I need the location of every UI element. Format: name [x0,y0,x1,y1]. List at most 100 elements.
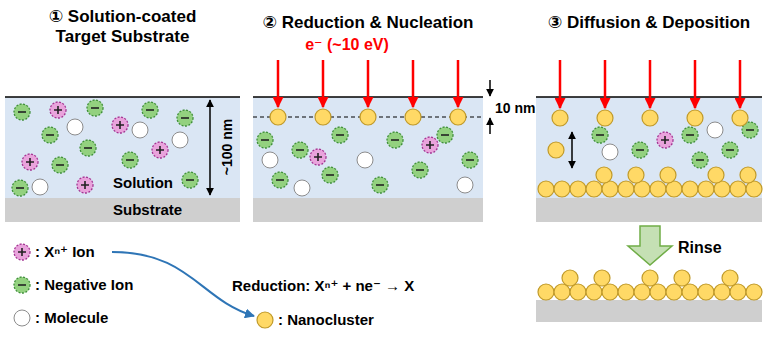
nanocluster [618,181,634,197]
legend-entry [14,244,30,260]
negative-ion [177,110,193,126]
nanocluster [570,284,586,300]
negative-ion [87,100,103,116]
molecule [707,122,723,138]
dimension-arrow [489,118,491,134]
nanocluster [586,284,602,300]
dimension-label: ~100 nm [219,119,235,175]
nanocluster [552,110,568,126]
substrate-fill [5,198,240,222]
metal-ion [77,177,93,193]
nanocluster [450,109,466,125]
molecule [172,132,188,148]
legend-text: : Nanocluster [278,311,374,328]
solution-layer: Solution [5,97,240,198]
nanocluster [687,110,703,126]
negative-ion [592,127,608,143]
negative-ion [722,142,738,158]
particles [12,100,762,300]
step-label: Rinse [678,239,722,257]
substrate-fill [536,300,762,322]
nanocluster [730,284,746,300]
nanocluster [405,109,421,125]
nanocluster [746,284,762,300]
nanocluster [360,109,376,125]
panel: ③ Diffusion & Deposition [536,5,762,222]
metal-ion [657,132,673,148]
legend-symbol [14,277,30,293]
legend-symbol [14,310,30,326]
negative-ion [52,157,68,173]
metal-ion [152,142,168,158]
nanocluster [548,142,564,158]
nanocluster [740,167,756,183]
solution-fill [536,97,762,198]
negative-ion [292,142,308,158]
dimension-arrow [489,80,491,96]
rinse-arrow [628,226,672,265]
panel-heading: ③ Diffusion & Deposition [548,13,750,33]
molecule [602,144,618,160]
panel: ① Solution-coated Target SubstrateSoluti… [5,5,240,222]
metal-ion [112,117,128,133]
nanocluster [682,284,698,300]
nanocluster [554,181,570,197]
negative-ion [372,177,388,193]
nanocluster [270,109,286,125]
negative-ion [332,127,348,143]
nanocluster [596,167,612,183]
legend-text: : Xⁿ⁺ Ion [35,243,95,260]
nanocluster [698,284,714,300]
solution-fill [5,97,240,198]
legend-text: : Negative Ion [35,276,133,293]
substrate-fill [253,198,483,222]
metal-ion [422,137,438,153]
nanocluster [634,284,650,300]
electron-arrow [739,60,742,108]
metal-ion [22,154,38,170]
nanocluster [562,270,578,286]
substrate-layer: Substrate [5,198,240,222]
molecule [262,152,278,168]
electron-arrow [412,60,415,107]
nanocluster [666,284,682,300]
legend-symbol [14,244,30,260]
nanocluster [597,110,613,126]
electron-arrow [322,60,325,107]
negative-ion [14,104,30,120]
legend-symbol [257,312,273,328]
legend-entry [257,312,273,328]
nanocluster [538,181,554,197]
electron-arrow [604,60,607,108]
nanocluster [650,181,666,197]
nanocluster [618,284,634,300]
electron-arrow [457,60,460,107]
nanocluster [698,181,714,197]
nanocluster [708,167,724,183]
panel-heading: ② Reduction & Nucleation [263,13,474,33]
electron-arrow [277,60,280,107]
nanocluster [714,284,730,300]
negative-ion [80,140,96,156]
molecule [457,177,473,193]
negative-ion [322,167,338,183]
legend-entry [14,310,30,326]
negative-ion [387,132,403,148]
negative-ion [692,152,708,168]
solution-fill [253,97,483,198]
nanocluster [594,270,610,286]
molecule [32,179,48,195]
diffusion-arrow [571,132,573,168]
negative-ion [462,152,478,168]
nanocluster [722,270,738,286]
nanocluster [650,284,666,300]
negative-ion [272,172,288,188]
solution-surface [5,96,240,98]
negative-ion [142,102,158,118]
negative-ion [257,132,273,148]
panel-heading: ① Solution-coated Target Substrate [25,7,220,46]
nanocluster [628,167,644,183]
negative-ion [182,172,198,188]
nanocluster [602,284,618,300]
